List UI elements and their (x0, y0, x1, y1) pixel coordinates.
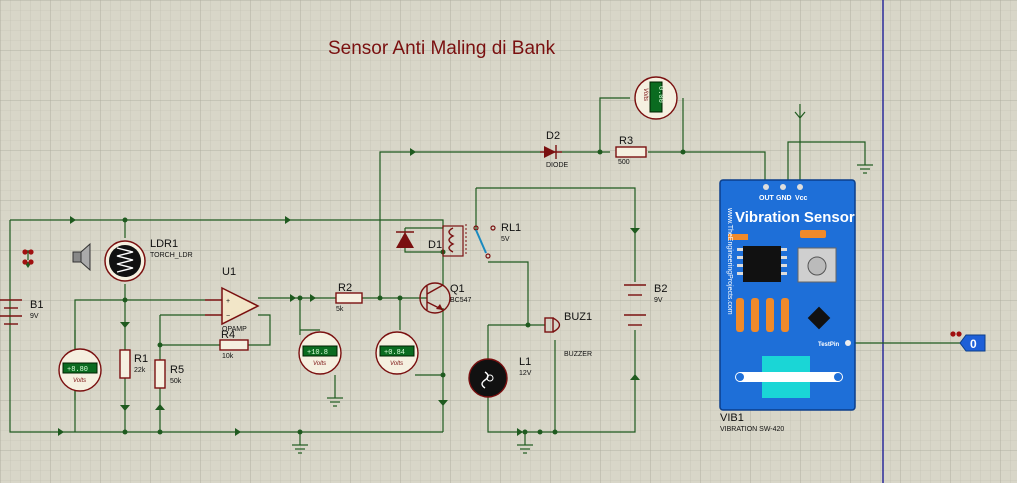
voltmeter-1[interactable]: +8.80 Volts (58, 348, 102, 392)
b1-value: 9V (30, 313, 39, 320)
d1-ref: D1 (428, 239, 442, 251)
vib1-ref: VIB1 (720, 412, 744, 424)
lamp-l1[interactable]: L1 12V (468, 356, 532, 398)
module-pin-vcc: Vcc (795, 195, 808, 202)
meter-1-unit: Volts (73, 378, 86, 384)
voltmeter-2[interactable]: +10.8 Volts (298, 331, 342, 375)
r4-ref: R4 (221, 329, 235, 341)
meter-2-value: +10.8 (307, 349, 328, 357)
meter-3-unit: Volts (390, 361, 403, 367)
ground-symbols (292, 104, 873, 454)
l1-ref: L1 (519, 356, 531, 368)
buz1-value: BUZZER (564, 351, 592, 358)
b1-ref: B1 (30, 299, 43, 311)
meter-4-value: 0.00 (656, 86, 664, 103)
rl1-value: 5V (501, 236, 510, 243)
wires (9, 97, 960, 445)
b2-value: 9V (654, 297, 663, 304)
r2-ref: R2 (338, 282, 352, 294)
resistor-r1[interactable]: R1 22k (119, 349, 148, 379)
probe-dots-left (22, 249, 34, 265)
l1-value: 12V (519, 370, 532, 377)
r5-value: 50k (170, 378, 182, 385)
u1-ref: U1 (222, 266, 236, 278)
r3-value: 500 (618, 159, 630, 166)
voltmeter-4[interactable]: 0.00 Volts (634, 76, 678, 120)
junctions (122, 149, 686, 435)
ldr1-value: TORCH_LDR (150, 252, 193, 259)
buz1-ref: BUZ1 (564, 311, 592, 323)
b2-ref: B2 (654, 283, 667, 295)
resistor-r2[interactable]: R2 5k (335, 282, 363, 313)
r4-value: 10k (222, 353, 234, 360)
r3-ref: R3 (619, 135, 633, 147)
module-pin-gnd: GND (776, 195, 792, 202)
diode-d1[interactable]: D1 (396, 231, 442, 251)
transistor-q1[interactable]: Q1 BC547 (419, 282, 472, 314)
logic-probe[interactable]: 0 (950, 331, 986, 352)
q1-value: BC547 (450, 297, 472, 304)
r2-value: 5k (336, 306, 344, 313)
meter-3-value: +0.84 (384, 349, 405, 357)
buzzer-buz1[interactable]: BUZ1 BUZZER (544, 311, 592, 358)
relay-rl1[interactable]: RL1 5V (442, 222, 521, 259)
d2-value: DIODE (546, 162, 569, 169)
meter-4-unit: Volts (642, 88, 648, 101)
resistor-r3[interactable]: R3 500 (615, 135, 647, 166)
q1-ref: Q1 (450, 283, 465, 295)
resistor-r4[interactable]: R4 10k (219, 329, 249, 360)
meter-2-unit: Volts (313, 361, 326, 367)
speaker-icon (72, 242, 91, 272)
logic-probe-value: 0 (970, 337, 977, 351)
diode-d2[interactable]: D2 DIODE (540, 130, 569, 169)
opamp-u1[interactable]: + − U1 OPAMP (205, 266, 260, 333)
resistor-r5[interactable]: R5 50k (154, 359, 184, 389)
vibration-sensor-module[interactable]: Vibration Sensor www.TheEngineeringProje… (719, 179, 856, 433)
module-pin-out: OUT (759, 195, 775, 202)
module-site: www.TheEngineeringProjects.com (726, 207, 733, 315)
ldr1-ref: LDR1 (150, 238, 178, 250)
battery-b2[interactable]: B2 9V (624, 283, 667, 326)
rl1-ref: RL1 (501, 222, 521, 234)
ldr-ldr1[interactable]: LDR1 TORCH_LDR (104, 238, 193, 282)
module-test-pin: TestPin (818, 342, 840, 348)
vib1-value: VIBRATION SW-420 (720, 426, 784, 433)
schematic-title: Sensor Anti Maling di Bank (328, 38, 556, 59)
r5-ref: R5 (170, 364, 184, 376)
r1-value: 22k (134, 367, 146, 374)
d2-ref: D2 (546, 130, 560, 142)
battery-b1[interactable]: B1 9V (0, 299, 43, 325)
voltmeter-3[interactable]: +0.84 Volts (375, 331, 419, 375)
svg-text:−: − (226, 313, 230, 320)
r1-ref: R1 (134, 353, 148, 365)
module-title: Vibration Sensor (735, 209, 855, 226)
meter-1-value: +8.80 (67, 366, 88, 374)
u1-value: OPAMP (222, 326, 247, 333)
svg-text:+: + (226, 298, 230, 305)
